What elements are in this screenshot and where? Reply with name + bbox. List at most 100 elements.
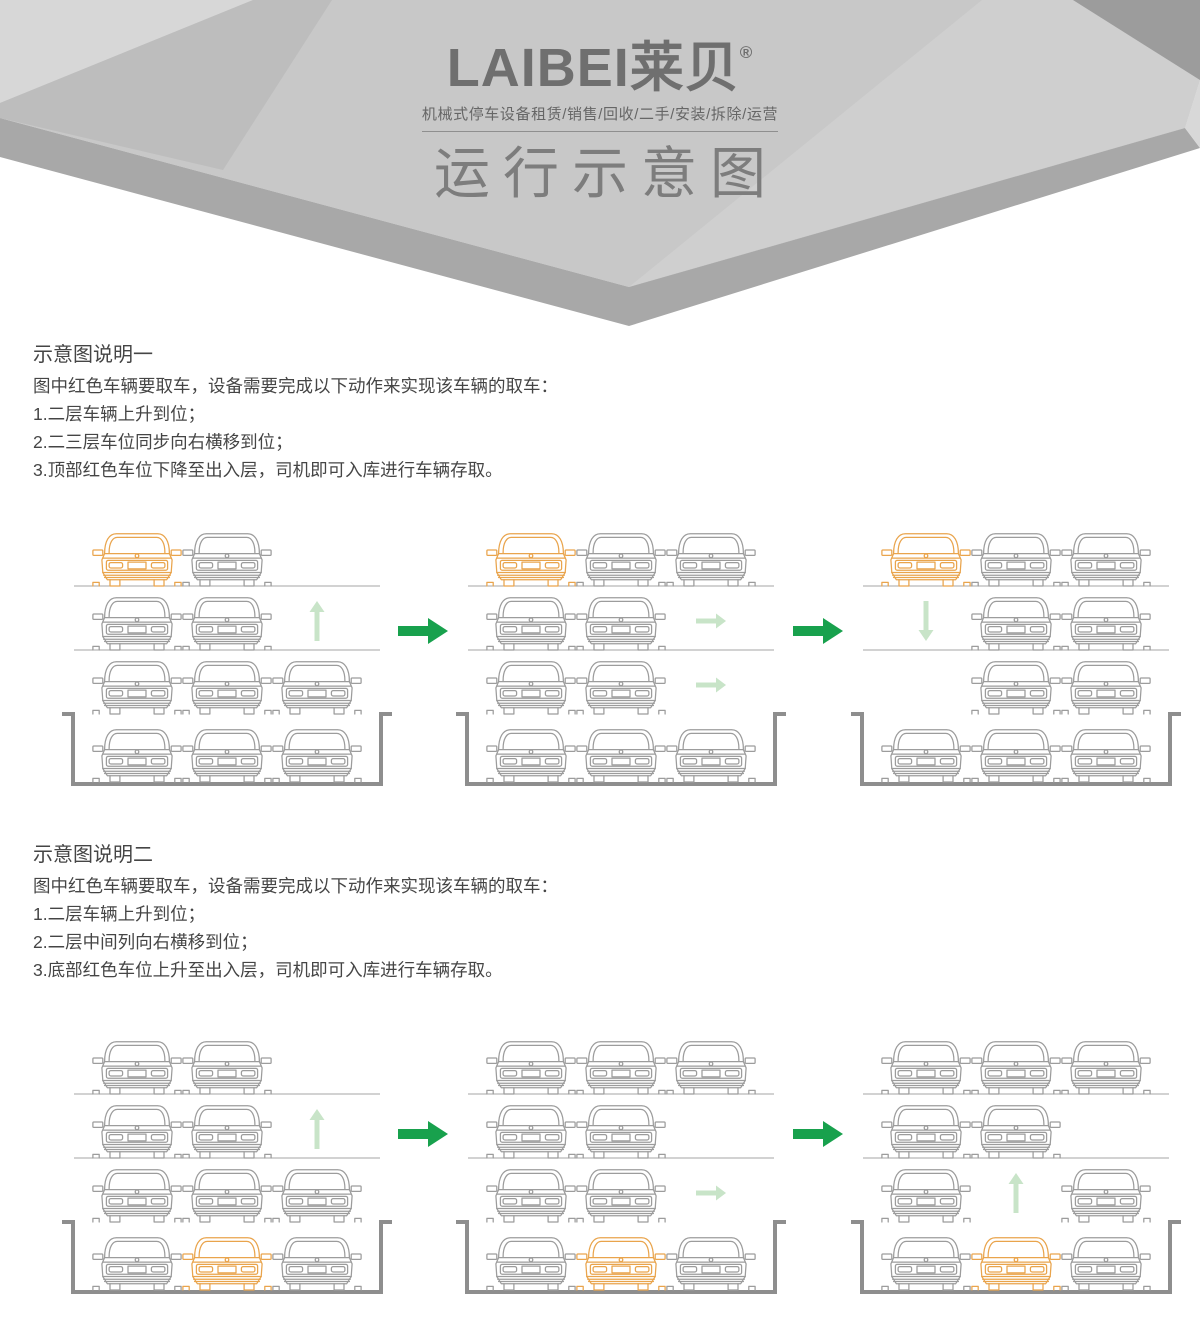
section2-body: 图中红色车辆要取车，设备需要完成以下动作来实现该车辆的取车： 1.二层车辆上升到… [33, 872, 558, 984]
parked-car [92, 1041, 182, 1095]
up-shift-arrow-icon [309, 1109, 325, 1149]
target-car [92, 533, 182, 587]
parked-car [881, 1169, 971, 1223]
flow-arrow-icon [793, 1121, 843, 1147]
parked-car [272, 1237, 362, 1291]
brand-tagline: 机械式停车设备租赁/销售/回收/二手/安装/拆除/运营 [421, 103, 779, 132]
page-title: 运行示意图 [434, 142, 779, 205]
pit-structure [851, 712, 1181, 786]
brand-logo-text: LAIBEI莱贝 [446, 38, 740, 98]
section2-heading: 示意图说明二 [33, 844, 153, 866]
right-shift-arrow-icon [696, 1185, 726, 1201]
parked-car [971, 661, 1061, 715]
parked-car [182, 1041, 272, 1095]
flow-arrow-icon [398, 1121, 448, 1147]
parked-car [486, 1237, 576, 1291]
parked-car [576, 661, 666, 715]
parked-car [182, 661, 272, 715]
parked-car [971, 1041, 1061, 1095]
parked-car [486, 729, 576, 783]
parked-car [486, 661, 576, 715]
parked-car [486, 597, 576, 651]
parked-car [92, 729, 182, 783]
right-shift-arrow-icon [696, 677, 726, 693]
target-car [182, 1237, 272, 1291]
parked-car [182, 1105, 272, 1159]
down-shift-arrow-icon [918, 601, 934, 641]
section1-step: 2.二三层车位同步向右横移到位； [33, 432, 293, 452]
parked-car [486, 1105, 576, 1159]
parked-car [666, 1237, 756, 1291]
pit-structure [456, 1220, 786, 1294]
parked-car [576, 1169, 666, 1223]
parked-car [971, 533, 1061, 587]
parking-diagram-2-state-3 [851, 1041, 1181, 1294]
parked-car [1061, 729, 1151, 783]
section1-step: 3.顶部红色车位下降至出入层，司机即可入库进行车辆存取。 [33, 460, 503, 480]
pit-structure [456, 712, 786, 786]
parked-car [92, 1105, 182, 1159]
parked-car [971, 729, 1061, 783]
parked-car [576, 729, 666, 783]
section1-heading: 示意图说明一 [33, 344, 153, 366]
parked-car [272, 1169, 362, 1223]
header-logo-block: LAIBEI莱贝® 机械式停车设备租赁/销售/回收/二手/安装/拆除/运营 运行… [0, 24, 1200, 204]
up-shift-arrow-icon [309, 601, 325, 641]
up-shift-arrow-icon [1008, 1173, 1024, 1213]
parking-diagram-2-state-1 [62, 1041, 392, 1294]
parked-car [182, 533, 272, 587]
section1-body: 图中红色车辆要取车，设备需要完成以下动作来实现该车辆的取车： 1.二层车辆上升到… [33, 372, 558, 484]
parked-car [881, 1041, 971, 1095]
pit-structure [62, 1220, 392, 1294]
target-car [576, 1237, 666, 1291]
parked-car [666, 533, 756, 587]
flow-arrow-icon [793, 618, 843, 644]
parked-car [881, 1237, 971, 1291]
parked-car [576, 533, 666, 587]
parked-car [1061, 1169, 1151, 1223]
parked-car [881, 729, 971, 783]
parked-car [486, 1169, 576, 1223]
right-shift-arrow-icon [696, 613, 726, 629]
brand-logo: LAIBEI莱贝® [0, 24, 1200, 97]
pit-structure [851, 1220, 1181, 1294]
parked-car [1061, 661, 1151, 715]
section2-step: 2.二层中间列向右横移到位； [33, 932, 258, 952]
parked-car [272, 661, 362, 715]
registered-mark: ® [739, 43, 754, 62]
parked-car [92, 661, 182, 715]
parked-car [182, 597, 272, 651]
section1-step: 1.二层车辆上升到位； [33, 404, 206, 424]
parked-car [182, 729, 272, 783]
parked-car [971, 597, 1061, 651]
parked-car [486, 1041, 576, 1095]
parked-car [1061, 1237, 1151, 1291]
parked-car [182, 1169, 272, 1223]
target-car [971, 1237, 1061, 1291]
parked-car [666, 729, 756, 783]
pit-structure [62, 712, 392, 786]
flow-arrow-icon [398, 618, 448, 644]
parked-car [1061, 1041, 1151, 1095]
target-car [881, 533, 971, 587]
parked-car [881, 1105, 971, 1159]
parked-car [576, 597, 666, 651]
parking-diagram-1-state-2 [456, 533, 786, 786]
parked-car [92, 1169, 182, 1223]
parked-car [92, 1237, 182, 1291]
parking-diagram-1-state-3 [851, 533, 1181, 786]
parked-car [971, 1105, 1061, 1159]
parked-car [92, 597, 182, 651]
header-banner-art [0, 0, 1200, 326]
parked-car [576, 1105, 666, 1159]
parking-diagram-1-state-1 [62, 533, 392, 786]
parked-car [666, 1041, 756, 1095]
parked-car [1061, 533, 1151, 587]
section2-intro: 图中红色车辆要取车，设备需要完成以下动作来实现该车辆的取车： [33, 876, 558, 896]
parked-car [272, 729, 362, 783]
parked-car [1061, 597, 1151, 651]
parked-car [576, 1041, 666, 1095]
parking-diagram-2-state-2 [456, 1041, 786, 1294]
target-car [486, 533, 576, 587]
section1-intro: 图中红色车辆要取车，设备需要完成以下动作来实现该车辆的取车： [33, 376, 558, 396]
